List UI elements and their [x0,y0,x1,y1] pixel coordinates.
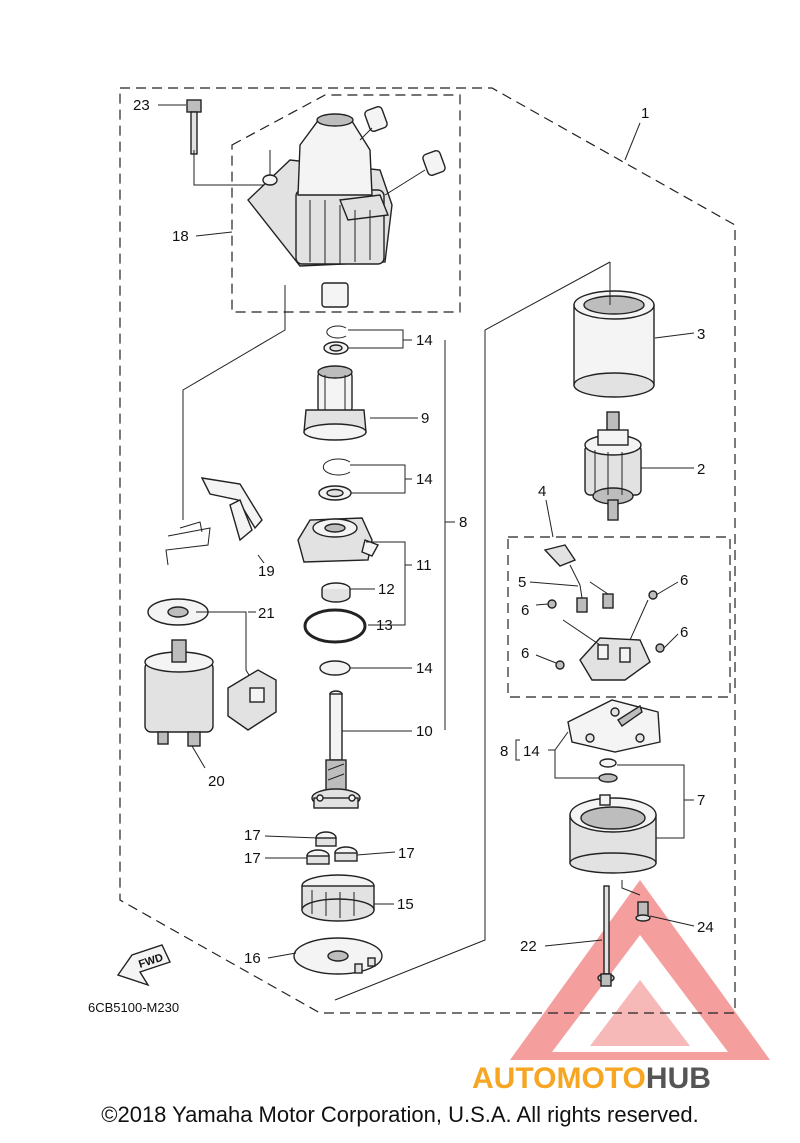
brush-holder-4 [543,544,651,681]
ring-13 [303,608,367,644]
shaft-10 [311,690,361,809]
callout-24: 24 [697,919,714,936]
shift-lever-19 [165,477,263,566]
callout-16: 16 [244,950,261,967]
callout-6b: 6 [521,602,529,619]
callout-14a: 14 [416,332,433,349]
cover-21 [147,598,277,731]
drawing-code: 6CB5100-M230 [88,1000,179,1015]
callout-10: 10 [416,723,433,740]
washer-14-lower [319,660,351,676]
callout-5: 5 [518,574,526,591]
callout-11: 11 [416,557,432,574]
assembly-boundary [119,87,736,1014]
stator-boundary [231,94,461,313]
callout-leaders [158,104,695,959]
clip-washer-14-middle [318,458,352,501]
callout-20: 20 [208,773,225,790]
guide-line-right [334,261,611,1001]
callout-17a: 17 [244,827,261,844]
callout-14d: 14 [523,743,540,760]
screw-24 [635,901,651,922]
callout-3: 3 [697,326,705,343]
internal-gear-15 [301,874,375,922]
planet-gears-17 [306,831,358,865]
copyright-notice: ©2018 Yamaha Motor Corporation, U.S.A. A… [101,1102,699,1127]
end-cover-7 [569,758,657,874]
callout-19: 19 [258,563,275,580]
callout-8b: 8 [500,743,508,760]
pinion-gear-9 [303,365,367,441]
callout-18: 18 [172,228,189,245]
callout-6c: 6 [680,624,688,641]
callout-8a: 8 [459,514,467,531]
watermark-logo-triangle [510,880,770,1060]
yoke-3 [573,262,655,398]
callout-23: 23 [133,97,150,114]
through-bolt-22 [597,885,615,987]
callout-17b: 17 [244,850,261,867]
callout-12: 12 [378,581,395,598]
callout-4: 4 [538,483,546,500]
callout-21: 21 [258,605,275,622]
callout-6d: 6 [521,645,529,662]
callout-2: 2 [697,461,705,478]
callout-7: 7 [697,792,705,809]
screws-6 [547,590,665,670]
plate-16 [293,937,383,975]
callout-1: 1 [641,105,649,122]
watermark-text: AUTOMOTOHUB [472,1062,711,1095]
armature-2 [584,411,642,521]
callout-15: 15 [397,896,414,913]
fwd-arrow-icon [116,944,171,987]
bolt-23 [186,99,271,186]
callout-14c: 14 [416,660,433,677]
callout-13: 13 [376,617,393,634]
callout-22: 22 [520,938,537,955]
solenoid-20 [144,639,214,769]
plate-14-right [567,699,661,753]
callout-9: 9 [421,410,429,427]
bearing-12 [321,582,351,603]
bracket-11 [297,517,379,563]
stator-housing-18 [247,106,446,308]
guide-line-left [182,285,286,520]
callout-17c: 17 [398,845,415,862]
callout-14b: 14 [416,471,433,488]
clip-washer-14-top [323,325,349,355]
callout-6a: 6 [680,572,688,589]
